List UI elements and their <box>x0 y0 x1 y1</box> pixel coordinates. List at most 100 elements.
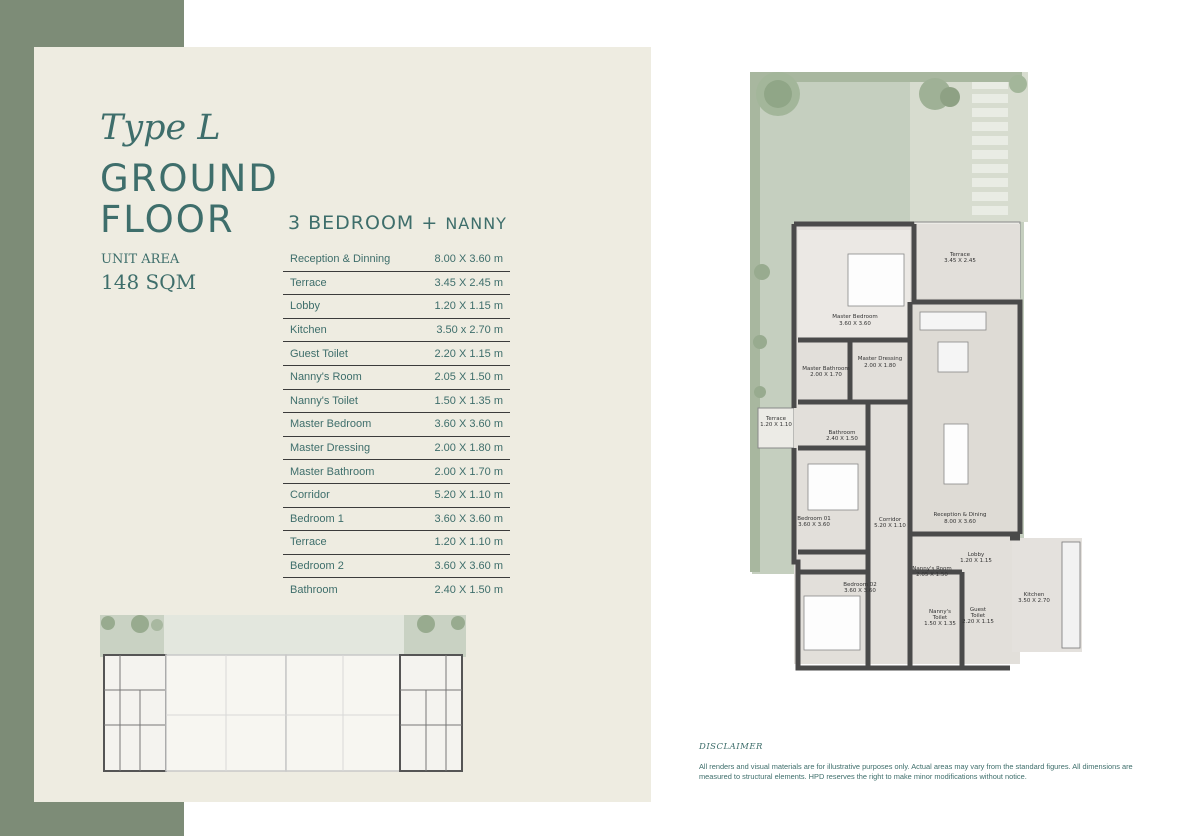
sofa <box>919 311 987 331</box>
room-dimension: 2.00 X 1.80 m <box>414 436 510 461</box>
room-dimension: 3.60 X 3.60 m <box>414 412 510 437</box>
lobby-dim: 1.20 X 1.15 <box>960 558 992 564</box>
plus-sign: + <box>421 212 439 234</box>
nanny-room-label: Nanny's Room <box>912 566 952 572</box>
nanny-toilet-dim: 1.50 X 1.35 <box>924 621 956 627</box>
tree <box>764 80 792 108</box>
room-dimension: 3.50 x 2.70 m <box>414 318 510 343</box>
room-dimension: 1.20 X 1.10 m <box>414 530 510 555</box>
paving-stone <box>972 192 1008 201</box>
kitchen-label: Kitchen <box>1024 592 1045 598</box>
tree <box>940 87 960 107</box>
paving-stone <box>972 136 1008 145</box>
room-dimension: 1.50 X 1.35 m <box>414 389 510 414</box>
terrace-side-label: Terrace <box>765 416 787 422</box>
room-name: Master Dressing <box>283 436 415 461</box>
master-bathroom-dim: 2.00 X 1.70 <box>810 372 842 378</box>
bedroom-01-dim: 3.60 X 3.60 <box>798 522 830 528</box>
outer-wall <box>791 221 1023 671</box>
key-plan-tree <box>417 615 435 633</box>
disclaimer-text: All renders and visual materials are for… <box>699 762 1133 781</box>
room-name: Master Bedroom <box>283 412 415 437</box>
floor-title-line1: GROUND <box>100 157 279 200</box>
room-dimension: 2.20 X 1.15 m <box>414 341 510 366</box>
corridor-label: Corridor <box>879 517 902 523</box>
room-dimension: 2.05 X 1.50 m <box>414 365 510 390</box>
room-dimension: 2.00 X 1.70 m <box>414 459 510 484</box>
guest-toilet-label-2: Toilet <box>970 613 986 619</box>
reception-dim: 8.00 X 3.60 <box>944 519 976 525</box>
room-name: Guest Toilet <box>283 341 415 366</box>
hedge <box>750 72 1022 82</box>
room-name: Bedroom 2 <box>283 554 415 579</box>
key-plan-faded-units <box>164 615 404 657</box>
kitchen-dim: 3.50 X 2.70 <box>1018 598 1050 604</box>
paving-stone <box>972 80 1008 89</box>
bedroom-count: 3 BEDROOM <box>288 212 415 234</box>
room-name: Lobby <box>283 294 415 319</box>
master-bathroom-label: Master Bathroom <box>802 366 850 372</box>
master-dressing-label: Master Dressing <box>858 356 903 362</box>
reception-label: Reception & Dining <box>934 512 987 518</box>
terrace-top-label: Terrace <box>949 252 971 258</box>
shrub <box>754 386 766 398</box>
terrace-side <box>757 407 795 449</box>
walls <box>791 221 1023 671</box>
room-dimension: 3.45 X 2.45 m <box>414 271 510 296</box>
master-dressing-dim: 2.00 X 1.80 <box>864 363 896 369</box>
bathroom-label: Bathroom <box>828 430 855 436</box>
dining-table <box>943 423 969 485</box>
coffee-table <box>937 341 969 373</box>
paving-stone <box>972 206 1008 215</box>
paving-stone <box>972 108 1008 117</box>
floor-title-line2: FLOOR <box>100 198 235 241</box>
lobby-label: Lobby <box>968 552 985 558</box>
reception-floor <box>910 298 1020 534</box>
bed-02 <box>803 595 861 651</box>
corridor-dim: 5.20 X 1.10 <box>874 523 906 529</box>
room-name: Bedroom 1 <box>283 507 415 532</box>
room-name: Master Bathroom <box>283 459 415 484</box>
key-plan-unit-right <box>399 654 463 772</box>
paving-stone <box>972 94 1008 103</box>
room-name: Kitchen <box>283 318 415 343</box>
ground-floor-plan: Terrace 3.45 X 2.45 Master Bedroom 3.60 … <box>750 72 1082 671</box>
nanny-toilet-label-1: Nanny's <box>929 609 951 615</box>
key-plan-tree <box>151 619 163 631</box>
bedroom-02-dim: 3.60 X 3.60 <box>844 588 876 594</box>
paving-stone <box>972 178 1008 187</box>
room-name: Nanny's Room <box>283 365 415 390</box>
bedroom-01-label: Bedroom 01 <box>797 516 831 522</box>
key-plan-unit-left <box>103 654 167 772</box>
terrace-side-dim: 1.20 X 1.10 <box>760 422 792 428</box>
nanny-toilet-label-2: Toilet <box>932 615 948 621</box>
master-bedroom-dim: 3.60 X 3.60 <box>839 321 871 327</box>
room-name: Reception & Dinning <box>283 248 415 272</box>
room-dimension: 5.20 X 1.10 m <box>414 483 510 508</box>
key-plan-tree <box>131 615 149 633</box>
nanny-label: NANNY <box>445 214 507 233</box>
disclaimer-title: DISCLAIMER <box>699 742 763 752</box>
room-dimension: 2.40 X 1.50 m <box>434 583 504 596</box>
room-dimension: 1.20 X 1.15 m <box>414 294 510 319</box>
key-plan-tree <box>451 616 465 630</box>
room-dimension: 3.60 X 3.60 m <box>414 507 510 532</box>
bed-01 <box>807 463 859 511</box>
bedroom-configuration: 3 BEDROOM + NANNY <box>288 212 507 234</box>
master-bed <box>847 253 905 307</box>
paving-stone <box>972 150 1008 159</box>
unit-type-title: Type L <box>100 108 221 148</box>
shrub <box>753 335 767 349</box>
